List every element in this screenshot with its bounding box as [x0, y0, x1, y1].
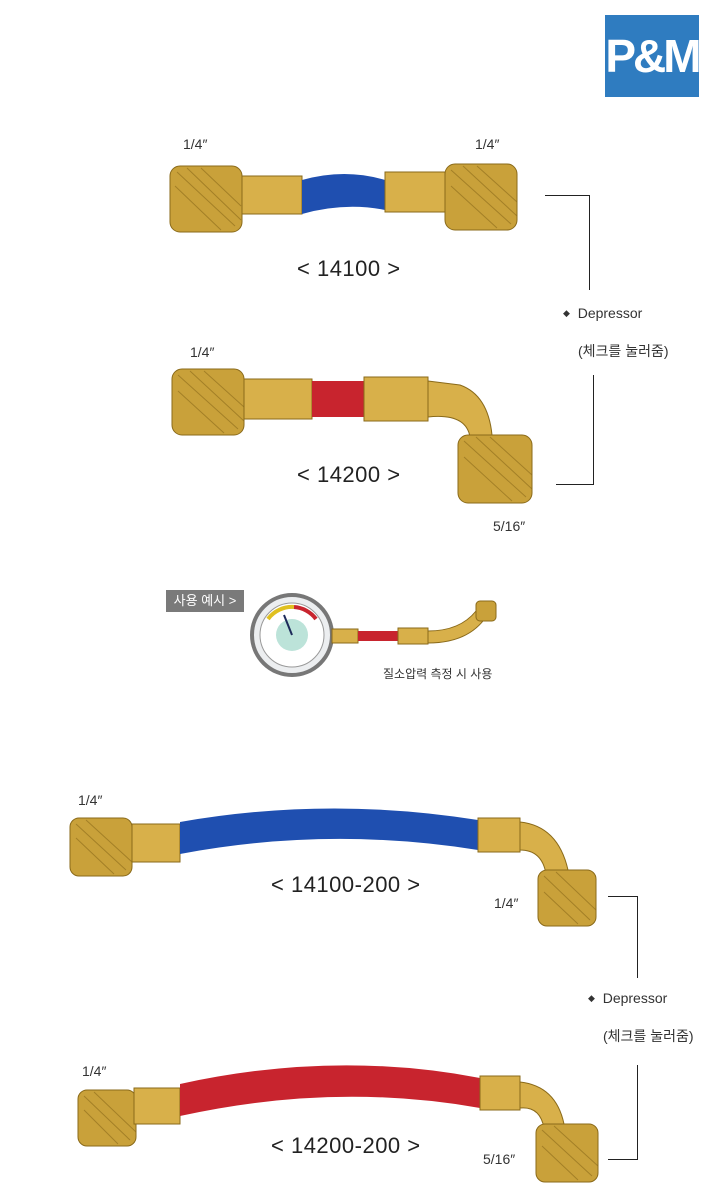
gauge-usage-image [250, 593, 497, 677]
model-label-14100-200: < 14100-200 > [271, 872, 421, 897]
hose-14200-image [171, 368, 533, 504]
model-label-14100: < 14100 > [297, 256, 401, 281]
size-label: 1/4″ [78, 792, 103, 808]
bracket-line [545, 195, 590, 196]
depressor-note: (체크를 눌러줌) [603, 1028, 694, 1044]
bracket-line [589, 195, 590, 290]
bracket-line [637, 896, 638, 978]
usage-caption: 질소압력 측정 시 사용 [383, 667, 493, 681]
size-label: 1/4″ [183, 136, 208, 152]
usage-example-tag: 사용 예시 > [166, 590, 244, 612]
bracket-line [608, 896, 638, 897]
size-label: 1/4″ [475, 136, 500, 152]
size-label: 1/4″ [82, 1063, 107, 1079]
bracket-line [593, 375, 594, 485]
hose-14100-image [169, 163, 518, 233]
bracket-line [637, 1065, 638, 1160]
bracket-line [608, 1159, 638, 1160]
depressor-note: (체크를 눌러줌) [578, 343, 669, 359]
hose-14200-200-image [77, 1065, 599, 1183]
depressor-label: ◆ Depressor [563, 305, 643, 321]
hose-14100-200-image [69, 808, 597, 927]
brand-logo: P&M [605, 15, 702, 97]
size-label: 1/4″ [190, 344, 215, 360]
size-label: 1/4″ [494, 895, 519, 911]
model-label-14200-200: < 14200-200 > [271, 1133, 421, 1158]
depressor-label: ◆ Depressor [588, 990, 668, 1006]
size-label: 5/16″ [493, 518, 526, 534]
bracket-line [556, 484, 594, 485]
size-label: 5/16″ [483, 1151, 516, 1167]
model-label-14200: < 14200 > [297, 462, 401, 487]
